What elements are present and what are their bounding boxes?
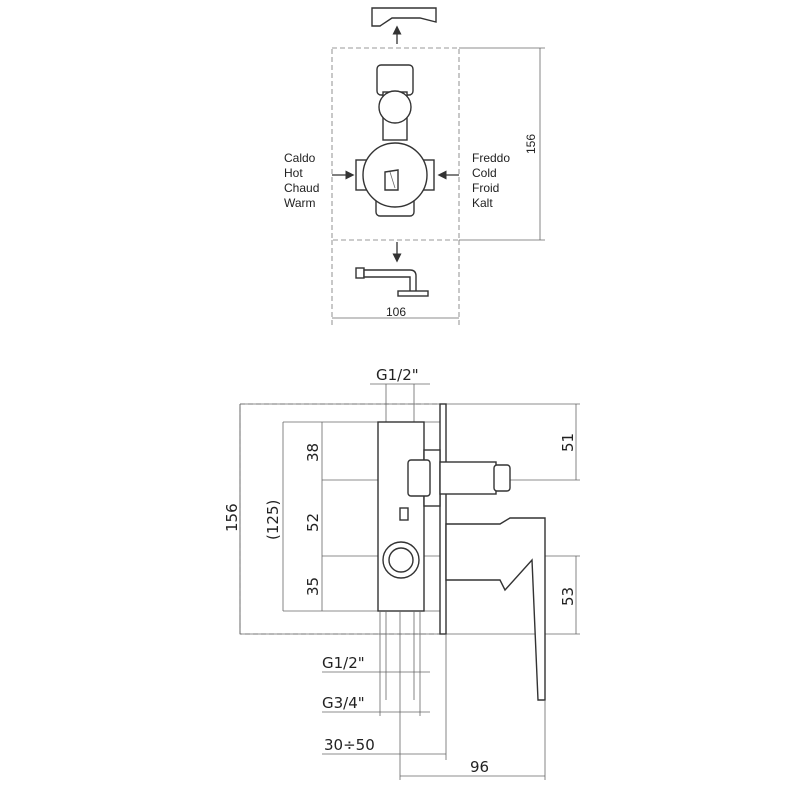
spout-icon: [371, 7, 437, 27]
valve-body-side: [377, 421, 511, 612]
lever-handle: [445, 517, 546, 701]
hot-label-de: Warm: [284, 196, 316, 210]
hot-label-it: Caldo: [284, 151, 316, 165]
mid-segment-dim: 52: [304, 513, 322, 532]
top-segment-dim: 38: [304, 443, 322, 462]
cold-label-en: Cold: [472, 166, 497, 180]
valve-body-top: [355, 64, 435, 217]
top-view: Caldo Hot Chaud Warm Freddo Cold Froid K…: [284, 7, 545, 325]
top-thread-label: G1/2": [376, 366, 419, 384]
body-height-dim: (125): [264, 500, 282, 540]
projection-dim: 96: [470, 758, 489, 776]
hot-label-fr: Chaud: [284, 181, 319, 195]
cold-label-de: Kalt: [472, 196, 493, 210]
depth-range-dim: 30÷50: [324, 736, 375, 754]
top-width-dimension: 106: [386, 305, 406, 319]
top-height-dimension: 156: [524, 134, 538, 154]
bottom-thread-2-label: G3/4": [322, 694, 365, 712]
lower-right-dim: 53: [559, 587, 577, 606]
overall-height-dim: 156: [223, 503, 241, 532]
side-view: G1/2" 156 (125) 38 52 35 51 53 G1/2" G3/…: [223, 366, 580, 780]
bottom-thread-1-label: G1/2": [322, 654, 365, 672]
wall-plate: [439, 403, 447, 635]
upper-right-dim: 51: [559, 433, 577, 452]
hot-label-en: Hot: [284, 166, 303, 180]
cold-label-it: Freddo: [472, 151, 510, 165]
shower-head-icon: [355, 267, 429, 297]
cold-label-fr: Froid: [472, 181, 499, 195]
bottom-segment-dim: 35: [304, 577, 322, 596]
